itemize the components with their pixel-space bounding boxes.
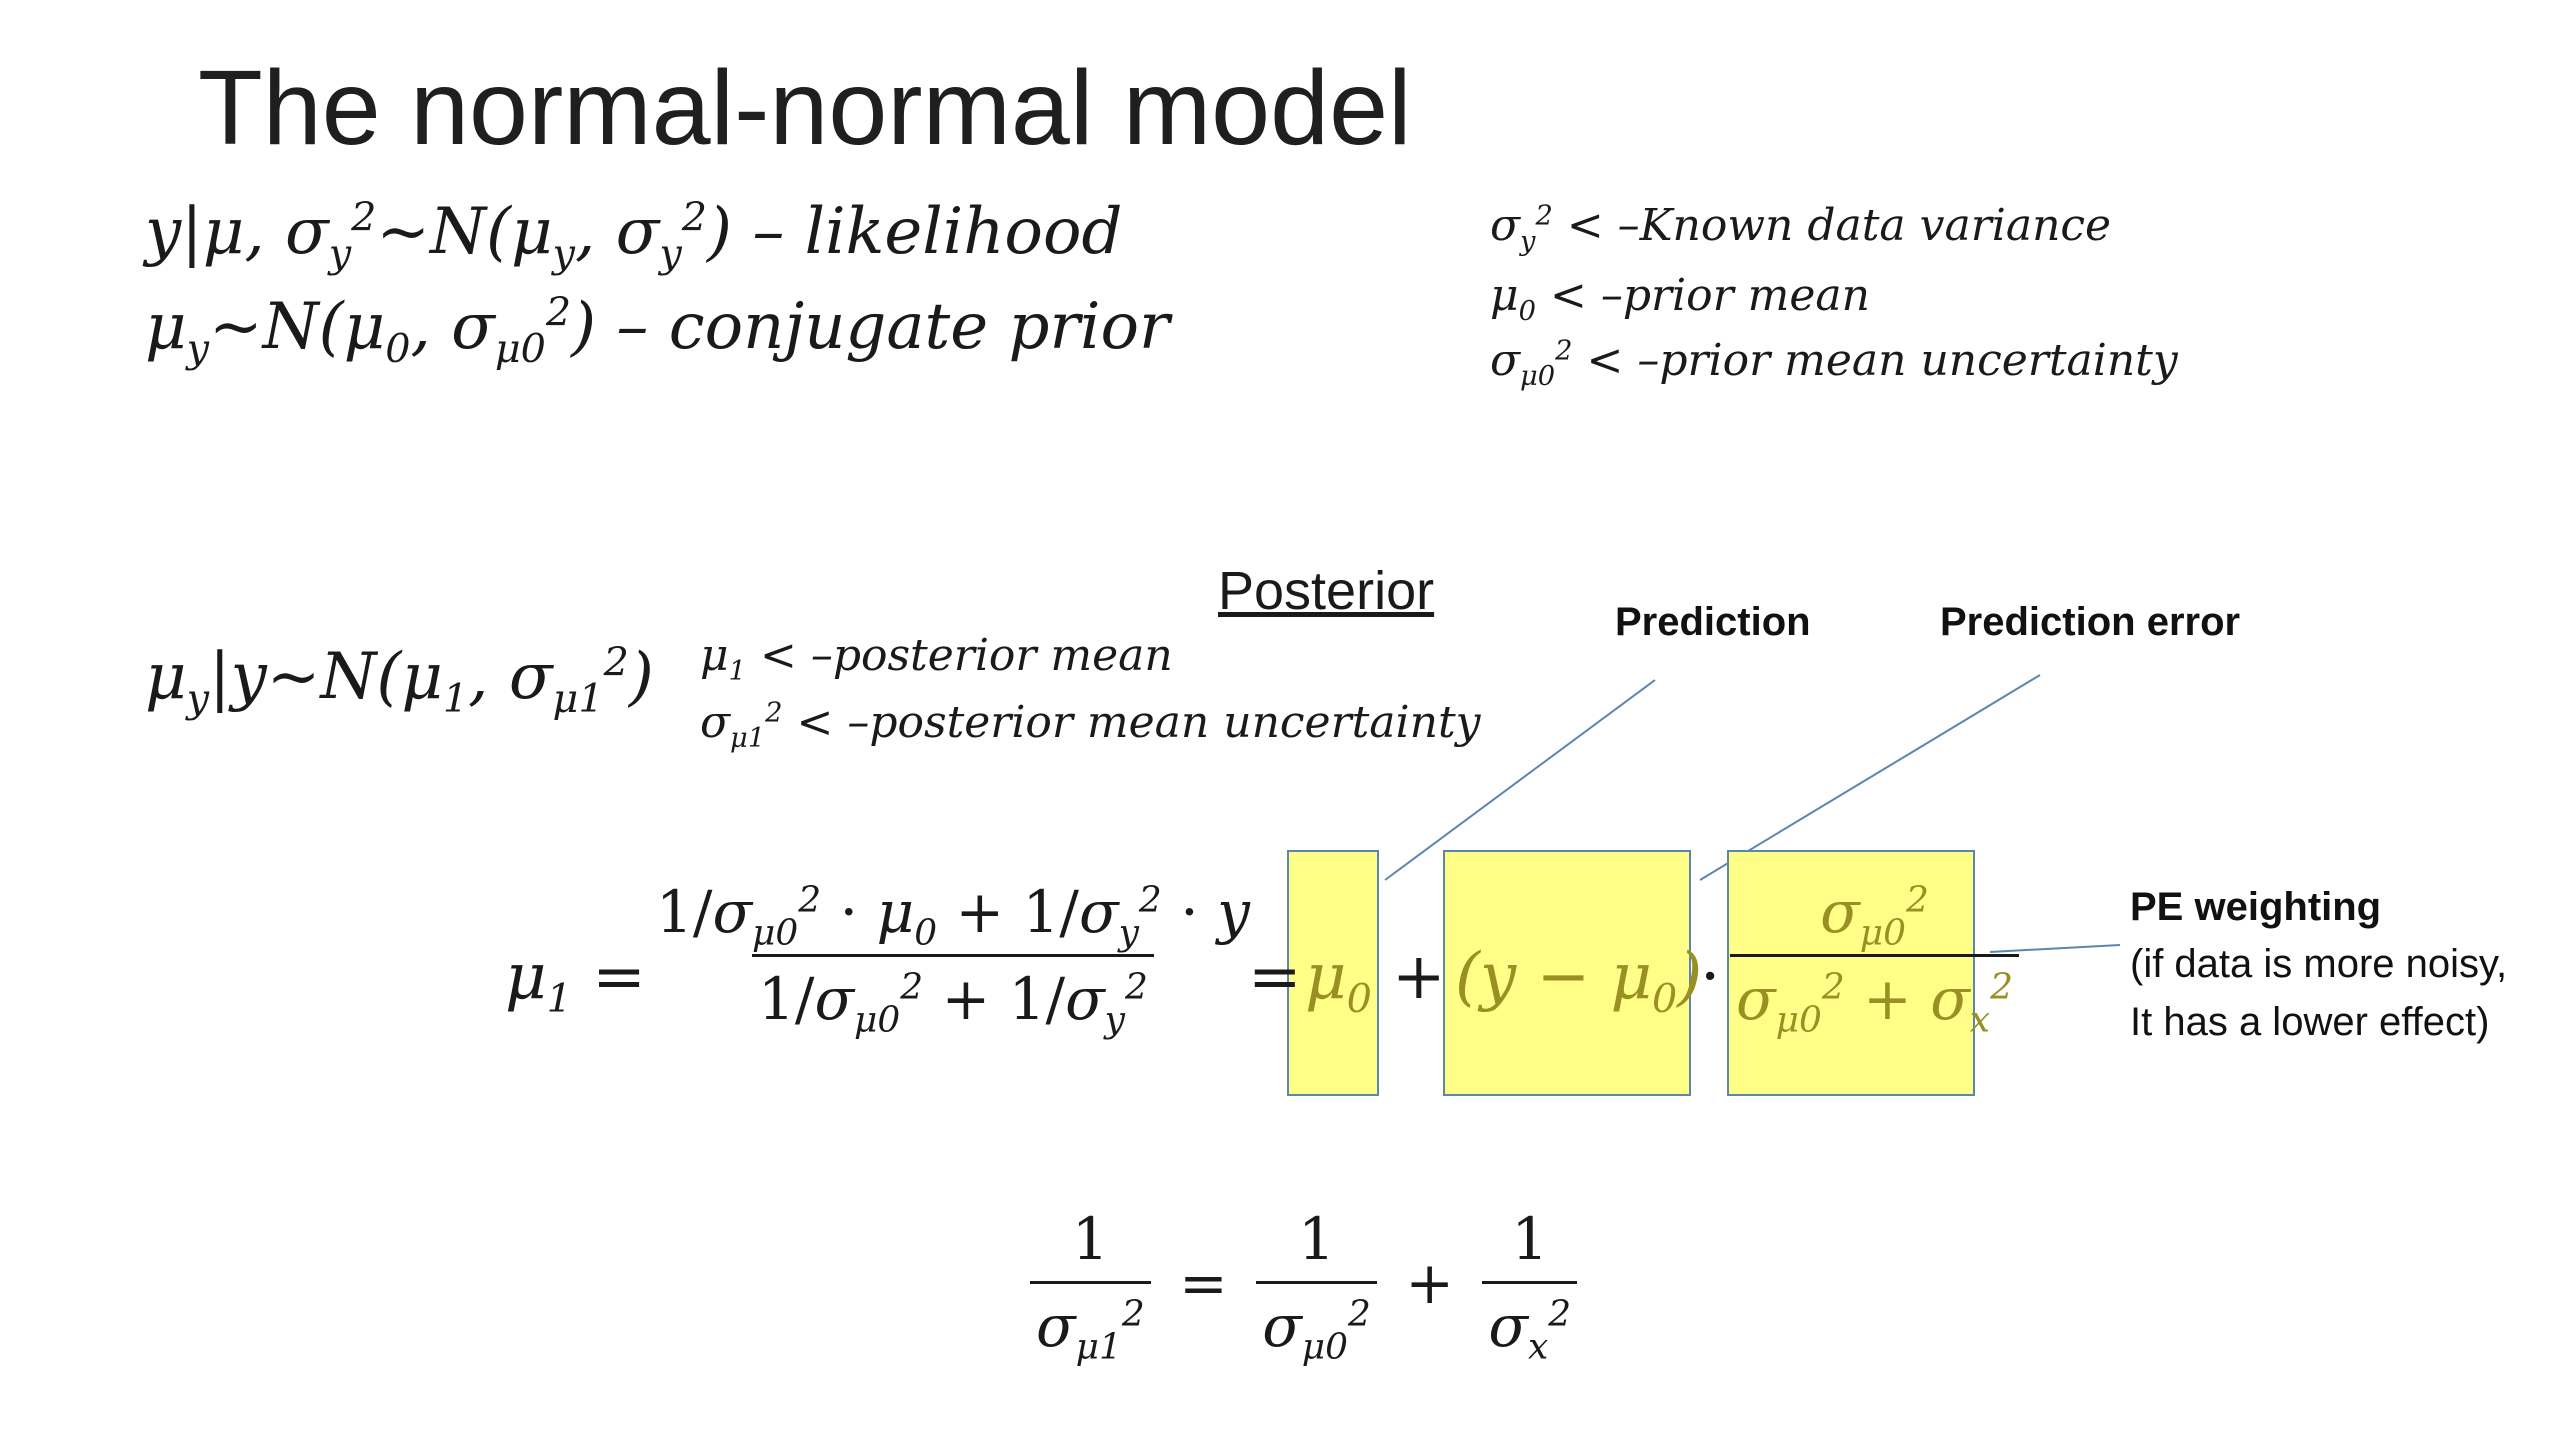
prior-equation: μy~N(μ0, σμ02) – conjugate prior [145, 289, 1170, 372]
pe-weight-denominator: σμ02 + σx2 [1730, 954, 2019, 1038]
posterior-uncertainty-text: < –posterior mean uncertainty [796, 697, 1481, 748]
slide-title: The normal-normal model [198, 49, 1412, 167]
pe-weighting-callout-line [1989, 944, 2121, 953]
posterior-uncertainty-def: σμ12 < –posterior mean uncertainty [700, 697, 1481, 754]
likelihood-label: – likelihood [752, 195, 1123, 269]
pe-weighting-note-1: (if data is more noisy, [2130, 942, 2508, 986]
def-data-variance: σy2 < –Known data variance [1490, 200, 2112, 257]
prediction-error-term: (y − μ0) [1455, 940, 1703, 1022]
prior-label: – conjugate prior [616, 290, 1170, 364]
prediction-callout-line [1384, 679, 1656, 881]
equals-sign: = [1248, 940, 1302, 1014]
pe-weighting-box [1727, 850, 1975, 1096]
def-prior-mean-uncertainty-text: < –prior mean uncertainty [1586, 335, 2178, 386]
mu1-numerator: 1/σμ02 · μ0 + 1/σy2 · y [656, 878, 1250, 954]
prediction-error-label: Prediction error [1940, 600, 2241, 644]
def-prior-mean: μ0 < –prior mean [1490, 270, 1870, 327]
mu1-lhs: μ1 = [505, 940, 646, 1022]
pe-weighting-term: σμ02 σμ02 + σx2 [1730, 878, 2019, 1038]
def-prior-mean-text: < –prior mean [1549, 270, 1870, 321]
prediction-label: Prediction [1615, 600, 1811, 644]
mu1-fraction: 1/σμ02 · μ0 + 1/σy2 · y 1/σμ02 + 1/σy2 [650, 878, 1256, 1038]
mu1-denominator: 1/σμ02 + 1/σy2 [751, 954, 1154, 1038]
precision-equation: 1 σμ12 = 1 σμ02 + 1 σx2 [1030, 1205, 1578, 1365]
prediction-box [1287, 850, 1379, 1096]
posterior-mean-text: < –posterior mean [759, 630, 1173, 681]
posterior-mean-def: μ1 < –posterior mean [700, 630, 1173, 687]
plus-sign: + [1392, 940, 1446, 1014]
pe-weighting-label: PE weighting [2130, 885, 2382, 929]
multiply-dot: · [1700, 940, 1721, 1014]
pe-weight-numerator: σμ02 [1820, 878, 1929, 954]
likelihood-equation: y|μ, σy2~N(μy, σy2) – likelihood [145, 194, 1123, 277]
posterior-heading: Posterior [1218, 561, 1435, 621]
def-data-variance-text: < –Known data variance [1566, 200, 2112, 251]
prediction-error-box [1443, 850, 1691, 1096]
def-prior-mean-uncertainty: σμ02 < –prior mean uncertainty [1490, 335, 2178, 392]
prediction-error-callout-line [1699, 674, 2041, 881]
prediction-term: μ0 [1305, 940, 1372, 1022]
pe-weighting-note-2: It has a lower effect) [2130, 1000, 2490, 1044]
posterior-equation: μy|y~N(μ1, σμ12) [145, 639, 654, 722]
